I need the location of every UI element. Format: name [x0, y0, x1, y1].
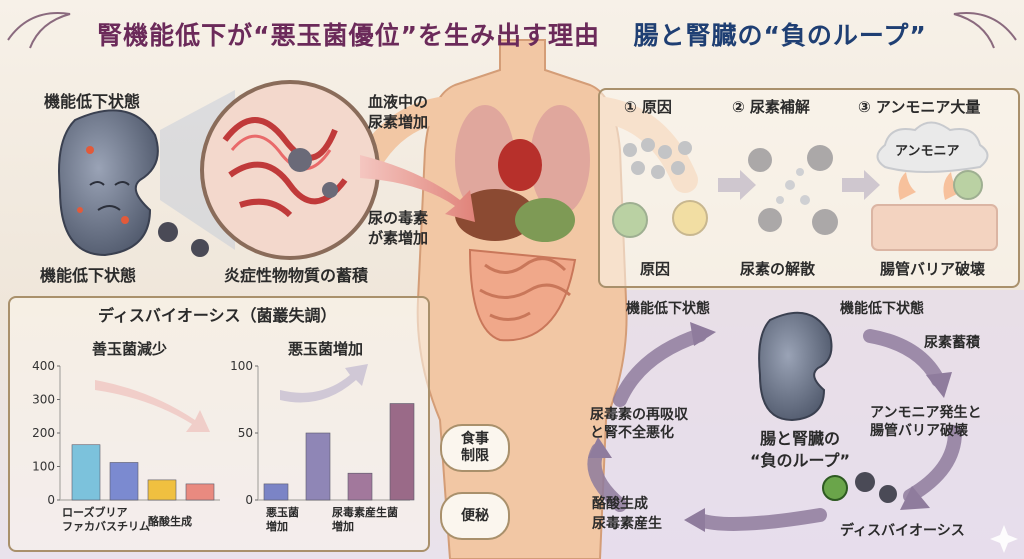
bar	[263, 483, 289, 501]
bad-bacteria-label-a: 悪玉菌 増加	[266, 506, 299, 533]
constipation-badge: 便秘	[440, 492, 510, 540]
cycle-kidney-illustration	[758, 311, 833, 422]
y-tick-label: 100	[32, 460, 55, 474]
good-bacteria-title: 善玉菌減少	[92, 340, 168, 358]
step-1-title: ① 原因	[624, 98, 672, 116]
cycle-dysbiosis-label: ディスバイオーシス	[840, 523, 965, 539]
sick-kidney-illustration	[58, 109, 159, 257]
flow-arrow-red	[360, 155, 475, 222]
good-bacteria-label-a: ローズブリア ファカバスチリム	[62, 506, 150, 533]
bad-bacteria-title: 悪玉菌増加	[288, 340, 364, 358]
title-secondary: 腸と腎臓の“負のループ”	[633, 21, 927, 50]
y-tick-label: 50	[238, 426, 253, 440]
cycle-reabsorption-label: 尿毒素の再吸収 と腎不全悪化	[590, 407, 688, 441]
step-3-title: ③ アンモニア大量	[858, 98, 981, 116]
y-tick-label: 400	[32, 359, 55, 373]
y-tick-label: 0	[245, 493, 253, 507]
diet-restriction-badge: 食事 制限	[440, 424, 510, 472]
y-tick-label: 200	[32, 426, 55, 440]
urine-toxin-label: 尿の毒素 が素増加	[368, 209, 429, 247]
bar	[185, 483, 215, 501]
sparkle-icon	[990, 525, 1018, 553]
kidney-bottom-label: 機能低下状態	[40, 266, 137, 285]
bar	[71, 444, 101, 501]
cycle-urea-accumulation-label: 尿素蓄積	[924, 335, 980, 351]
step-1-caption: 原因	[640, 260, 671, 278]
bad-bacteria-label-b: 尿毒素産生菌 増加	[332, 506, 398, 533]
y-tick-label: 0	[47, 493, 55, 507]
step-2-caption: 尿素の解散	[740, 260, 816, 278]
bar	[305, 432, 331, 501]
blood-urea-label: 血液中の 尿素増加	[368, 93, 429, 131]
good-bacteria-label-b: 酪酸生成	[148, 515, 192, 528]
cycle-top-left-label: 機能低下状態	[626, 301, 710, 317]
dysbiosis-panel	[8, 296, 430, 552]
cycle-top-right-label: 機能低下状態	[840, 301, 924, 317]
y-tick-label: 100	[230, 359, 253, 373]
step-2-title: ② 尿素補解	[732, 98, 810, 116]
bar	[109, 462, 139, 501]
y-tick-label: 300	[32, 393, 55, 407]
bar	[147, 479, 177, 501]
title-primary: 腎機能低下が“悪玉菌優位”を生み出す理由	[97, 21, 601, 50]
cycle-ammonia-label: アンモニア発生と 腸管バリア破壊	[870, 405, 982, 439]
cycle-butyrate-label: 酪酸生成 尿毒素産生	[592, 496, 662, 532]
cycle-germs	[822, 472, 897, 503]
page-title: 腎機能低下が“悪玉菌優位”を生み出す理由 腸と腎臓の“負のループ”	[0, 16, 1024, 52]
inflammation-label: 炎症性物物質の蓄積	[224, 266, 369, 285]
cycle-arrow-heads	[588, 322, 952, 532]
nephron-magnified-view	[160, 80, 380, 260]
ornament-top-left	[7, 12, 71, 49]
kidney-top-label: 機能低下状態	[44, 92, 141, 111]
bar	[389, 403, 415, 501]
dysbiosis-header: ディスバイオーシス（菌叢失調）	[98, 306, 337, 325]
bar	[347, 472, 373, 501]
cycle-center-label: 腸と腎臓の “負のループ”	[749, 429, 851, 470]
ornament-top-right	[953, 12, 1017, 49]
germ-cluster	[158, 222, 209, 257]
ammonia-cloud-label: アンモニア	[895, 144, 960, 159]
mechanism-steps-panel	[598, 88, 1020, 288]
step-3-caption: 腸管バリア破壊	[880, 260, 986, 278]
